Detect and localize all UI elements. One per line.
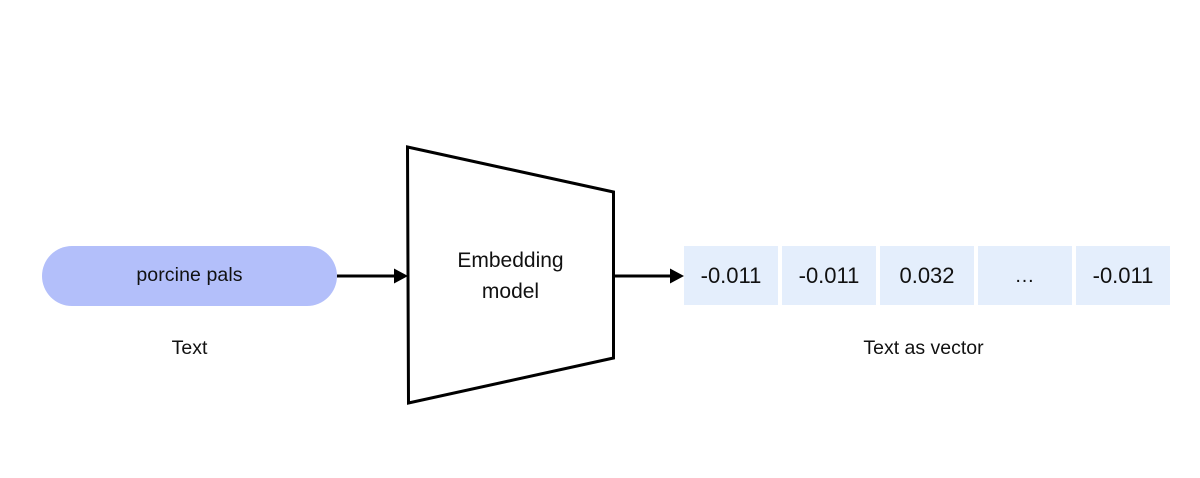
output-caption: Text as vector [863, 337, 984, 359]
arrow-model-to-output [612, 264, 684, 288]
input-text-pill: porcine pals [42, 246, 337, 306]
vector-cell-ellipsis: … [978, 246, 1072, 305]
input-text-label: porcine pals [136, 264, 243, 287]
output-vector: -0.011 -0.011 0.032 … -0.011 [684, 246, 1170, 305]
arrow-input-to-model [337, 264, 408, 288]
vector-cell: -0.011 [684, 246, 778, 305]
vector-cell: 0.032 [880, 246, 974, 305]
embedding-model-shape [398, 138, 624, 413]
vector-cell: -0.011 [782, 246, 876, 305]
vector-cell: -0.011 [1076, 246, 1170, 305]
input-caption: Text [171, 337, 208, 359]
